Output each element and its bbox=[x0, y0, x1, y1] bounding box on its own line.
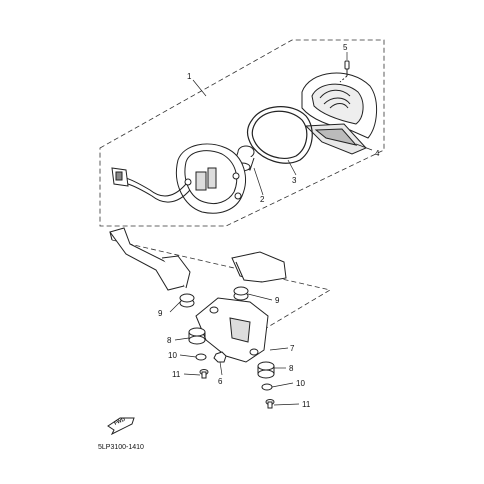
damper[interactable] bbox=[188, 327, 206, 345]
callout-4: 4 bbox=[375, 149, 380, 158]
callout-7: 7 bbox=[290, 344, 295, 353]
right-bracket[interactable] bbox=[231, 251, 287, 283]
left-bracket[interactable] bbox=[109, 227, 191, 291]
reflector-plate[interactable] bbox=[304, 123, 367, 155]
grommet[interactable] bbox=[179, 293, 195, 308]
callout-1: 1 bbox=[187, 72, 192, 81]
callout-10-right: 10 bbox=[296, 379, 305, 388]
callout-9-right: 9 bbox=[275, 296, 280, 305]
callout-8-left: 8 bbox=[167, 336, 172, 345]
wire-harness[interactable] bbox=[111, 167, 191, 203]
taillight-lens[interactable] bbox=[301, 72, 377, 139]
callout-8-right: 8 bbox=[289, 364, 294, 373]
bolt[interactable] bbox=[265, 399, 275, 409]
callout-11-right: 11 bbox=[302, 400, 311, 409]
callout-9-left: 9 bbox=[158, 309, 163, 318]
callout-2: 2 bbox=[260, 195, 265, 204]
collar[interactable] bbox=[261, 383, 273, 391]
callout-6: 6 bbox=[218, 377, 223, 386]
mounting-plate[interactable] bbox=[195, 297, 269, 363]
lens-gasket[interactable] bbox=[246, 106, 313, 164]
damper[interactable] bbox=[257, 361, 275, 379]
bolt[interactable] bbox=[199, 369, 209, 379]
screw[interactable] bbox=[339, 60, 350, 83]
callout-5: 5 bbox=[343, 43, 348, 52]
drawing-code: 5LP3100-1410 bbox=[98, 444, 144, 451]
callout-11-left: 11 bbox=[172, 370, 181, 379]
leader-lines bbox=[169, 52, 373, 406]
nut[interactable] bbox=[213, 351, 227, 363]
fwd-label: FWD bbox=[113, 417, 126, 427]
callout-3: 3 bbox=[292, 176, 297, 185]
fwd-arrow-icon: FWD bbox=[107, 417, 135, 436]
taillight-base[interactable] bbox=[176, 143, 246, 214]
callout-10-left: 10 bbox=[168, 351, 177, 360]
collar[interactable] bbox=[195, 353, 207, 361]
callout-labels: 1 2 3 4 5 6 7 8 8 9 9 10 10 11 11 bbox=[158, 43, 380, 409]
grommet[interactable] bbox=[233, 286, 249, 301]
